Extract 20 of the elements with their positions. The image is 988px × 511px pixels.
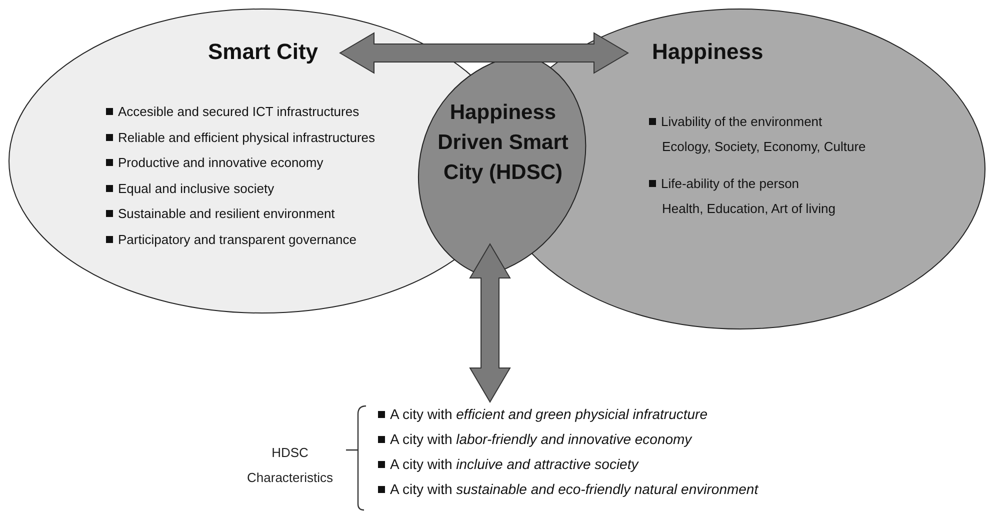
ellipse-title: Smart City: [208, 39, 318, 66]
item-detail: Health, Education, Art of living: [662, 201, 836, 217]
bullet-item: Productive and innovative economy: [106, 155, 324, 171]
double-arrow: [469, 243, 511, 403]
characteristic-item: A city with sustainable and eco-friendly natural environment: [378, 481, 758, 498]
overlap-title: Happiness Driven Smart City (HDSC): [436, 100, 570, 186]
bullet-item: Life-ability of the person: [649, 176, 800, 192]
bullet-item: Participatory and transparent governance: [106, 232, 356, 248]
characteristic-item: A city with labor-friendly and innovative economy: [378, 431, 692, 448]
ellipse-title: Happiness: [652, 39, 764, 66]
characteristic-item: A city with incluive and attractive society: [378, 456, 638, 473]
bullet-item: Livability of the environment: [649, 114, 822, 130]
bullet-item: Accesible and secured ICT infrastructures: [106, 104, 360, 120]
group-label: HDSC Characteristics: [246, 444, 334, 487]
bullet-item: Sustainable and resilient environment: [106, 206, 335, 222]
item-detail: Ecology, Society, Economy, Culture: [662, 139, 866, 155]
bullet-item: Equal and inclusive society: [106, 180, 274, 196]
characteristic-item: A city with efficient and green physicial infratructure: [378, 406, 708, 423]
bullet-item: Reliable and efficient physical infrastructures: [106, 130, 376, 146]
double-arrow: [339, 32, 629, 74]
